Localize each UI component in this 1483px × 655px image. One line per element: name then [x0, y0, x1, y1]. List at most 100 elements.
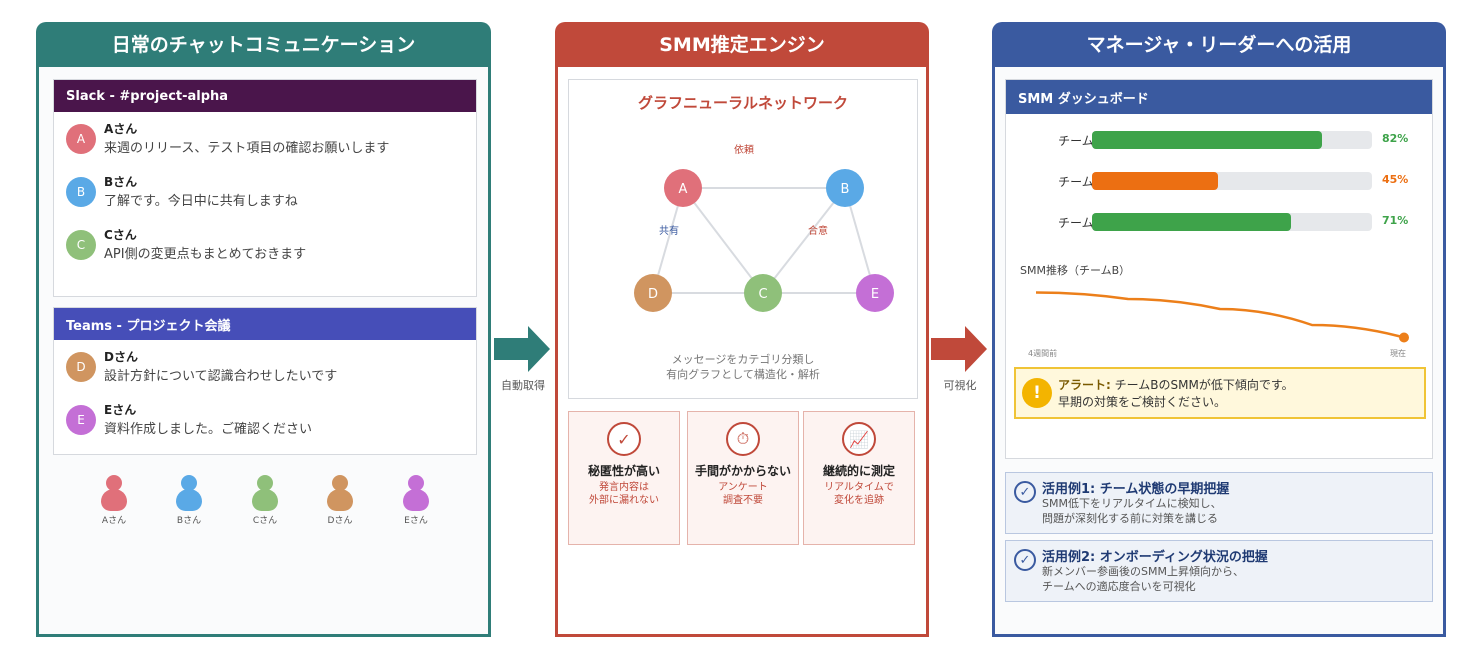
stopwatch-icon: ⏱ [726, 422, 760, 456]
avatar: D [66, 352, 96, 382]
chat-panel-title: 日常のチャットコミュニケーション [36, 22, 491, 64]
edge-label: 合意 [808, 224, 828, 237]
graph-node-A [664, 169, 702, 207]
team-score: 82% [1382, 132, 1409, 145]
bar-fill [1092, 172, 1218, 190]
arrow-right-icon [931, 326, 987, 372]
use-case-title: 活用例1: チーム状態の早期把握 [1042, 482, 1230, 497]
feature-title: 手間がかからない [694, 464, 791, 478]
alert-line: チームBのSMMが低下傾向です。 [1110, 378, 1294, 392]
use-case-line: SMM低下をリアルタイムに検知し、 [1042, 497, 1222, 510]
graph-edge-A-C [682, 187, 764, 294]
slack-message: C Cさん API側の変更点もまとめておきます [66, 226, 468, 266]
message-text: API側の変更点もまとめておきます [104, 247, 307, 262]
feature-desc: 発言内容は 外部に漏れない [569, 481, 679, 507]
feature-desc: リアルタイムで 変化を追跡 [804, 481, 914, 507]
avatar: A [66, 124, 96, 154]
member-b-icon: Bさん [164, 475, 214, 526]
avatar: B [66, 177, 96, 207]
graph-node-D [634, 274, 672, 312]
feature-desc-line: 発言内容は [599, 482, 649, 493]
trend-end-label: 現在 [1390, 349, 1406, 358]
arrow-right-icon [494, 326, 550, 372]
trend-label: SMM推移（チームB） [1020, 264, 1131, 277]
graph-node-label: B [841, 182, 850, 197]
message-text: 資料作成しました。ご確認ください [104, 422, 313, 437]
graph-node-label: A [679, 182, 688, 197]
check-circle-icon: ✓ [1014, 481, 1036, 503]
chart-up-icon: 📈 [842, 422, 876, 456]
message-text: 設計方針について認識合わせしたいです [104, 369, 338, 384]
teams-channel: Teams - プロジェクト会議 D Dさん 設計方針について認識合わせしたいで… [53, 307, 477, 455]
chat-panel-body: Slack - #project-alpha A Aさん 来週のリリース、テスト… [36, 64, 491, 637]
feature-desc: アンケート 調査不要 [688, 481, 798, 507]
check-circle-icon: ✓ [1014, 549, 1036, 571]
feature-confidentiality: ✓ 秘匿性が高い 発言内容は 外部に漏れない [568, 411, 680, 545]
arrow-label-fetch: 自動取得 [501, 379, 545, 392]
trend-line [1035, 291, 1405, 339]
feature-desc-line: 変化を追跡 [834, 495, 884, 506]
manager-panel: マネージャ・リーダーへの活用 SMM ダッシュボード チームA 82% チームB… [992, 22, 1446, 637]
member-name: Cさん [252, 516, 278, 526]
feature-desc-line: 外部に漏れない [589, 495, 659, 506]
bar-track [1092, 213, 1372, 231]
use-case-1: ✓ 活用例1: チーム状態の早期把握 SMM低下をリアルタイムに検知し、 問題が… [1005, 472, 1433, 534]
gnn-title: グラフニューラルネットワーク [637, 94, 848, 112]
dashboard-title: SMM ダッシュボード [1006, 80, 1432, 114]
gnn-caption: メッセージをカテゴリ分類し 有向グラフとして構造化・解析 [569, 352, 917, 382]
message-text: 了解です。今日中に共有しますね [104, 194, 298, 209]
feature-effortless: ⏱ 手間がかからない アンケート 調査不要 [687, 411, 799, 545]
use-case-line: チームへの適応度合いを可視化 [1042, 580, 1196, 593]
team-score: 71% [1382, 214, 1409, 227]
member-name: Bさん [176, 516, 202, 526]
team-score: 45% [1382, 173, 1409, 186]
smm-dashboard: SMM ダッシュボード チームA 82% チームB 45% チームC [1005, 79, 1433, 459]
alert-title: アラート: [1058, 378, 1111, 392]
feature-desc-line: アンケート [718, 482, 768, 493]
message-sender: Eさん [104, 403, 137, 417]
graph-node-C [744, 274, 782, 312]
warning-icon: ! [1022, 378, 1052, 408]
edge-label: 依頼 [734, 143, 754, 156]
check-icon: ✓ [607, 422, 641, 456]
bar-track [1092, 172, 1372, 190]
use-case-line: 問題が深刻化する前に対策を講じる [1042, 512, 1218, 525]
feature-title: 継続的に測定 [822, 464, 895, 478]
graph-node-E [856, 274, 894, 312]
graph-node-B [826, 169, 864, 207]
bar-fill [1092, 131, 1322, 149]
slack-channel-title: Slack - #project-alpha [54, 80, 476, 112]
team-bar-row: チームC 71% [1006, 212, 1434, 232]
alert-box: ! アラート: チームBのSMMが低下傾向です。 早期の対策をご検討ください。 [1014, 367, 1426, 419]
graph-node-label: C [758, 287, 767, 302]
bar-track [1092, 131, 1372, 149]
chat-panel: 日常のチャットコミュニケーション Slack - #project-alpha … [36, 22, 491, 637]
use-case-desc: SMM低下をリアルタイムに検知し、 問題が深刻化する前に対策を講じる [1042, 496, 1222, 526]
team-name: チームA [1058, 134, 1102, 148]
member-name: Dさん [327, 516, 353, 526]
gnn-caption-line: 有向グラフとして構造化・解析 [666, 368, 820, 381]
member-c-icon: Cさん [240, 475, 290, 526]
message-sender: Cさん [104, 228, 137, 242]
smm-trend-chart [1035, 291, 1409, 343]
message-text: 来週のリリース、テスト項目の確認お願いします [104, 141, 390, 156]
feature-title: 秘匿性が高い [587, 464, 660, 478]
trend-start-label: 4週間前 [1028, 349, 1058, 358]
edge-label: 共有 [659, 224, 679, 237]
teams-channel-title: Teams - プロジェクト会議 [54, 308, 476, 340]
use-case-desc: 新メンバー参画後のSMM上昇傾向から、 チームへの適応度合いを可視化 [1042, 564, 1244, 594]
alert-line: 早期の対策をご検討ください。 [1058, 395, 1227, 409]
gnn-caption-line: メッセージをカテゴリ分類し [671, 353, 815, 366]
engine-panel-title: SMM推定エンジン [555, 22, 929, 64]
use-case-title: 活用例2: オンボーディング状況の把握 [1042, 550, 1268, 565]
manager-panel-title: マネージャ・リーダーへの活用 [992, 22, 1446, 64]
graph-edge-B-C [762, 187, 846, 294]
message-sender: Bさん [104, 175, 138, 189]
avatar: E [66, 405, 96, 435]
team-bar-row: チームB 45% [1006, 171, 1434, 191]
trend-current-point [1399, 332, 1409, 343]
member-a-icon: Aさん [89, 475, 139, 526]
